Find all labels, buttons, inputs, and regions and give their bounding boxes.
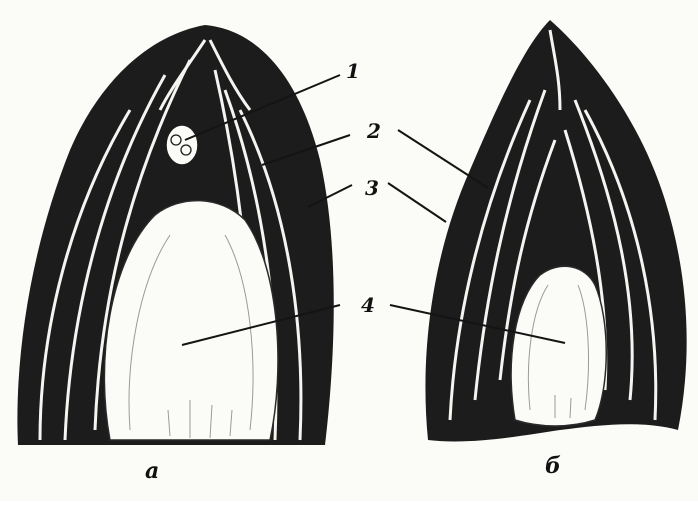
callout-3: 3: [365, 176, 379, 200]
callout-1: 1: [346, 59, 360, 83]
panel-b-bud: [425, 20, 686, 441]
panel-a-bud: [17, 25, 333, 445]
callout-4: 4: [361, 293, 375, 317]
panel-a-caption: а: [145, 458, 159, 484]
leader-2b: [398, 130, 488, 188]
panel-b-caption: б: [545, 453, 561, 479]
callout-2: 2: [366, 119, 381, 143]
leader-3b: [388, 183, 446, 222]
panel-a-growing-point: [166, 125, 198, 165]
